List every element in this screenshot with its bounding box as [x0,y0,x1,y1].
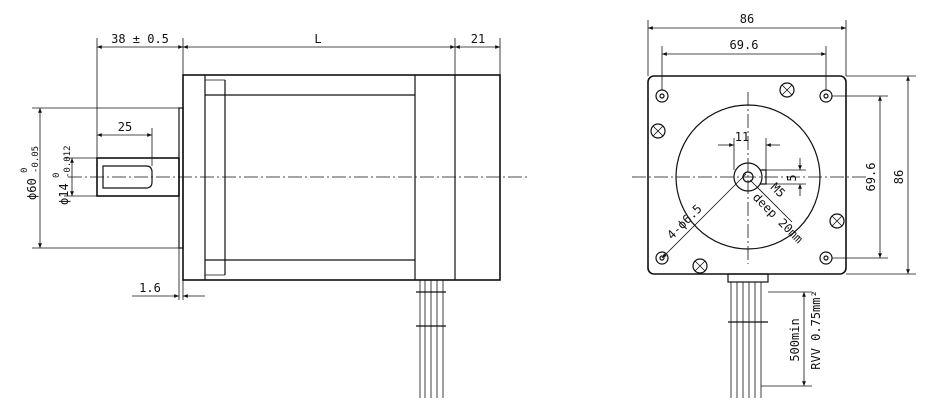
motor-body-outline [182,74,501,281]
dim-shaft-length-label: 38 ± 0.5 [111,32,169,46]
front-view: 86 69.6 69.6 86 11 5 4-ϕ6.5 M5 [632,12,916,398]
dim-pilot-tol-lower: -0.05 [31,146,41,173]
mount-hole-br [819,251,833,265]
leader-center-thread [749,179,793,223]
dim-pilot-diameter-group: ϕ60 0 -0.05 [20,146,41,200]
dim-shaft-tol-upper: 0 [52,173,62,178]
dim-rear-length-label: 21 [471,32,485,46]
dim-key-depth-label: 5 [785,174,799,181]
mount-hole-bl [655,251,669,265]
dim-pilot-diameter-label: ϕ60 [25,178,39,200]
cap-step-lines [205,79,225,276]
dim-flange-step-label: 1.6 [139,281,161,295]
screw-head-left [650,123,666,139]
side-view: 38 ± 0.5 L 21 25 1.6 ϕ60 0 -0.05 ϕ14 0 -… [20,32,528,398]
shaft-keyway [102,165,153,189]
dim-thread-size-label: M5 [768,180,788,200]
side-lead-wires [416,280,446,398]
front-lead-wires [727,273,769,398]
leader-mount-holes [661,173,747,259]
mount-hole-tl [655,89,669,103]
pilot-circle [675,104,821,250]
dim-shaft-tol-lower: -0.012 [63,145,73,178]
dim-pilot-tol-upper: 0 [20,168,30,173]
dim-hole-spacing-v-label: 69.6 [864,163,878,192]
motor-shaft [96,157,180,197]
dim-hole-spacing-h-label: 69.6 [730,38,759,52]
dim-shaft-diameter-label: ϕ14 [57,183,71,205]
dim-height-overall-label: 86 [892,170,906,184]
front-flange-square [647,75,847,275]
screw-heads [650,82,845,274]
screw-head-bottom [692,258,708,274]
dim-shaft-diameter-group: ϕ14 0 -0.012 [52,145,73,205]
dim-lead-length-label: 500min [788,318,802,361]
screw-head-top [779,82,795,98]
dim-key-length-label: 25 [118,120,132,134]
shaft-key [760,169,767,185]
dim-body-length-label: L [314,32,321,46]
screw-head-right [829,213,845,229]
dim-key-width-label: 11 [735,130,749,144]
shaft-circle [733,162,763,192]
mount-hole-tr [819,89,833,103]
dim-width-overall-label: 86 [740,12,754,26]
dim-lead-spec-label: RVV 0.75mm² [809,290,823,369]
